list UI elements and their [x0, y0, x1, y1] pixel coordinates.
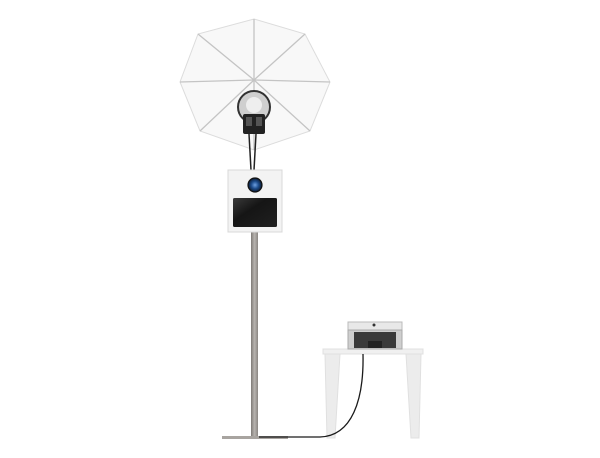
camera-lens-icon	[247, 177, 263, 193]
printer-icon	[347, 321, 403, 350]
cable-icon	[259, 353, 364, 438]
studio-light-icon	[237, 90, 271, 171]
photo-booth-icon	[227, 169, 283, 233]
pole-base	[222, 436, 288, 439]
table-icon	[322, 348, 424, 439]
umbrella-icon	[179, 18, 331, 151]
pole-icon	[251, 232, 258, 438]
touchscreen-icon	[233, 198, 277, 227]
